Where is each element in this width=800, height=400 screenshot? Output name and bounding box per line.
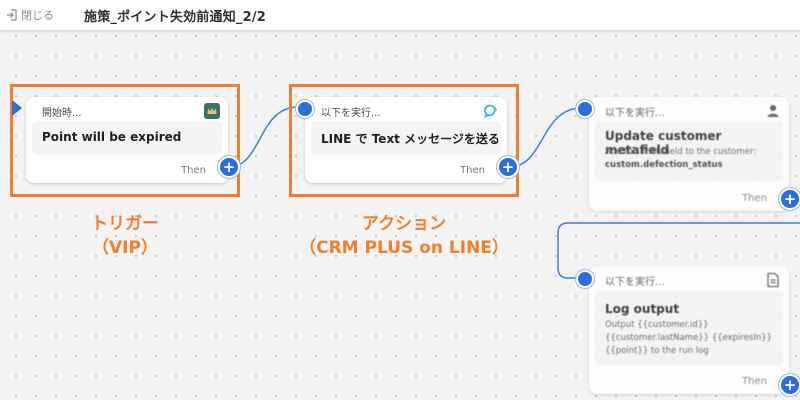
metafield-then-label: Then: [742, 193, 767, 204]
log-add-step-button[interactable]: +: [779, 374, 800, 396]
connector-trigger-to-action: [228, 106, 299, 168]
log-output-card[interactable]: 以下を実行... Log output Output {{customer.id…: [589, 266, 789, 394]
metafield-add-step-button[interactable]: +: [779, 188, 800, 210]
top-bar: 閉じる 施策_ポイント失効前通知_2/2: [0, 0, 800, 31]
close-button[interactable]: 閉じる: [6, 5, 54, 25]
update-metafield-card[interactable]: 以下を実行... Update customer metafield Add t…: [589, 97, 789, 211]
action-input-node: [296, 100, 314, 118]
log-desc-line3: {{point}} to the run log: [605, 346, 709, 356]
trigger-card[interactable]: 開始時... Point will be expired Then: [26, 97, 228, 183]
trigger-add-step-button[interactable]: +: [218, 156, 240, 178]
trigger-card-header: 開始時...: [42, 108, 82, 119]
action-card-body: [311, 121, 501, 155]
metafield-card-header: 以下を実行...: [605, 108, 665, 119]
log-desc-line1: Output {{customer.id}}: [605, 320, 709, 330]
trigger-card-title: Point will be expired: [42, 130, 182, 144]
action-add-step-button[interactable]: +: [497, 156, 519, 178]
metafield-card-body: [595, 121, 783, 181]
log-desc-line2: {{customer.lastName}} {{expiresIn}}: [605, 333, 773, 343]
close-label: 閉じる: [21, 9, 54, 22]
action-annotation-line2: （CRM PLUS on LINE）: [299, 238, 509, 258]
action-annotation: アクション （CRM PLUS on LINE）: [282, 212, 526, 260]
metafield-desc-line2: custom.defection_status: [605, 160, 723, 170]
action-annotation-line1: アクション: [361, 214, 447, 234]
trigger-annotation-line2: （VIP）: [92, 238, 158, 258]
connector-action-to-metafield: [508, 107, 583, 168]
metafield-desc-line1: Add this metafield to the customer:: [605, 147, 757, 157]
action-card[interactable]: 以下を実行... LINE で Text メッセージを送る Then: [305, 97, 507, 183]
log-card-title: Log output: [605, 302, 680, 316]
exit-icon: [6, 9, 18, 21]
crown-badge-icon: [204, 103, 220, 119]
metafield-input-node: [576, 100, 594, 118]
log-then-label: Then: [742, 376, 767, 387]
trigger-annotation: トリガー （VIP）: [20, 212, 230, 260]
trigger-card-body: [32, 121, 222, 155]
log-card-header: 以下を実行...: [605, 277, 665, 288]
chat-bubble-icon: [483, 103, 499, 119]
action-then-label: Then: [460, 165, 485, 176]
trigger-then-label: Then: [181, 165, 206, 176]
document-icon: [765, 272, 781, 288]
action-card-title: LINE で Text メッセージを送る: [321, 132, 500, 146]
connector-to-log: [557, 222, 800, 279]
person-icon: [765, 103, 781, 119]
log-input-node: [576, 270, 594, 288]
log-card-body: [595, 290, 783, 366]
metafield-card-title: Update customer metafield: [605, 129, 722, 157]
trigger-annotation-line1: トリガー: [91, 214, 159, 234]
action-card-header: 以下を実行...: [321, 108, 381, 119]
page-title: 施策_ポイント失効前通知_2/2: [84, 10, 267, 25]
trigger-start-icon: [12, 100, 22, 116]
